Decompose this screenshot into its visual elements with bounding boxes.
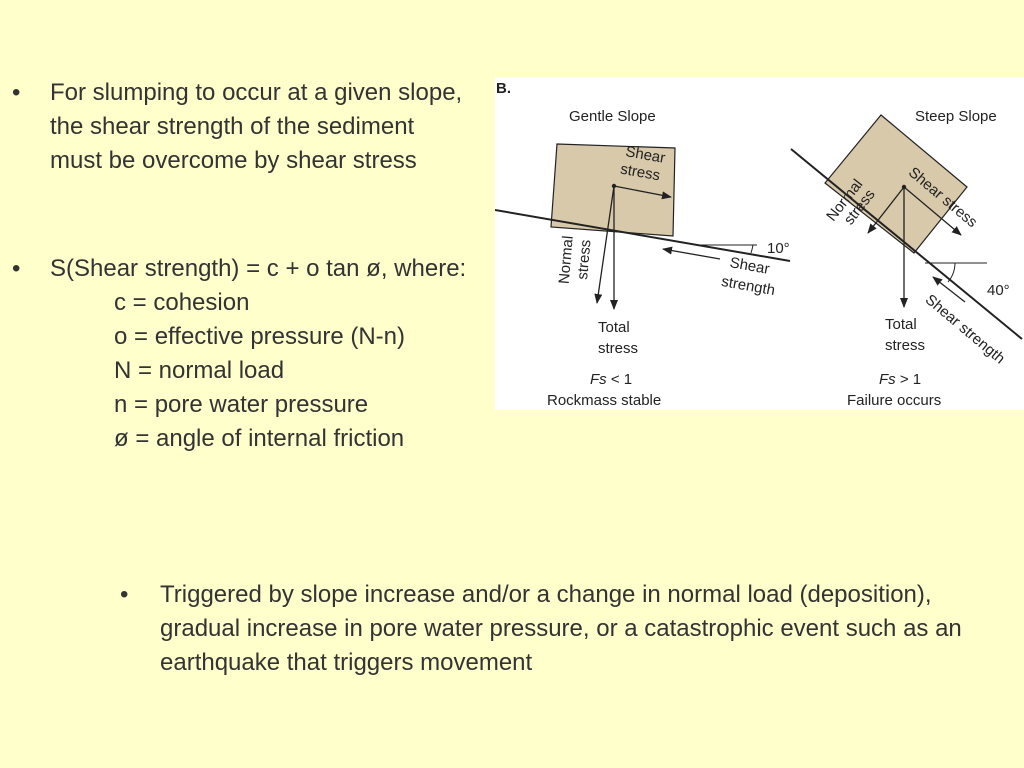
gentle-slope-title: Gentle Slope [569, 108, 656, 125]
bullet-marker: • [12, 255, 21, 282]
bullet-marker: • [12, 79, 21, 106]
gentle-slope-line [495, 209, 791, 262]
gentle-shear-strength-label-1: Shear [728, 254, 770, 278]
gentle-shear-strength-arrow [662, 246, 721, 260]
steep-slope-diagram: Steep Slope 40° Normal stress Shear stre… [790, 108, 1023, 409]
bullet-text: For slumping to occur at a given slope, … [50, 79, 463, 174]
steep-shear-stress-arrow [903, 186, 962, 236]
gentle-angle-arc [750, 244, 754, 254]
gentle-outcome: Rockmass stable [547, 392, 661, 409]
steep-fs-symbol: Fs [879, 371, 896, 388]
panel-label: B. [496, 80, 511, 97]
bullet-row: • Triggered by slope increase and/or a c… [120, 578, 980, 680]
bullet-marker: • [120, 581, 129, 608]
gentle-normal-stress-label-1: Normal [556, 235, 577, 285]
figure-svg: B. Gentle Slope 10° Shear stress Normal … [495, 80, 1023, 409]
steep-angle-arc [947, 262, 956, 283]
steep-total-stress-label-1: Total [885, 316, 917, 333]
gentle-factor-of-safety: Fs < 1 [590, 371, 632, 388]
gentle-shear-stress-label-2: stress [619, 161, 661, 185]
steep-block [824, 114, 968, 254]
definition-effective-pressure: o = effective pressure (N-n) [114, 323, 406, 350]
gentle-normal-stress-label-2: stress [574, 239, 594, 280]
formula-text: S(Shear strength) = c + o tan ø, where: [50, 255, 467, 282]
steep-outcome: Failure occurs [847, 392, 941, 409]
steep-shear-strength-label: Shear strength [922, 291, 1008, 367]
definition-internal-friction: ø = angle of internal friction [114, 425, 405, 452]
bullet-formula: • S(Shear strength) = c + o tan ø, where… [12, 252, 482, 456]
steep-total-stress-label-2: stress [885, 337, 925, 354]
gentle-shear-stress-arrow [613, 185, 672, 200]
steep-slope-title: Steep Slope [915, 108, 997, 125]
gentle-normal-stress-arrow [594, 185, 615, 304]
bullet-row: • For slumping to occur at a given slope… [12, 76, 472, 178]
steep-angle-label: 40° [987, 282, 1010, 299]
bullet-text: Triggered by slope increase and/or a cha… [160, 581, 962, 676]
gentle-total-stress-label-2: stress [598, 340, 638, 357]
slope-stability-figure: B. Gentle Slope 10° Shear stress Normal … [495, 77, 1024, 410]
gentle-total-stress-label-1: Total [598, 319, 630, 336]
definition-pore-water-pressure: n = pore water pressure [114, 391, 369, 418]
steep-fs-relation: > 1 [896, 371, 921, 388]
definition-cohesion: c = cohesion [114, 289, 250, 316]
steep-normal-stress-arrow [867, 186, 905, 234]
bullet-trigger: • Triggered by slope increase and/or a c… [120, 578, 980, 680]
steep-shear-strength-arrow [932, 276, 966, 303]
bullet-slumping: • For slumping to occur at a given slope… [12, 76, 472, 178]
gentle-shear-stress-label-1: Shear [624, 143, 666, 167]
gentle-slope-diagram: Gentle Slope 10° Shear stress Normal str… [495, 108, 791, 409]
steep-slope-line [790, 148, 1023, 340]
gentle-fs-relation: < 1 [607, 371, 632, 388]
gentle-angle-label: 10° [767, 240, 790, 257]
bullet-row: • S(Shear strength) = c + o tan ø, where… [12, 252, 482, 286]
steep-factor-of-safety: Fs > 1 [879, 371, 921, 388]
gentle-fs-symbol: Fs [590, 371, 607, 388]
definition-normal-load: N = normal load [114, 357, 285, 384]
